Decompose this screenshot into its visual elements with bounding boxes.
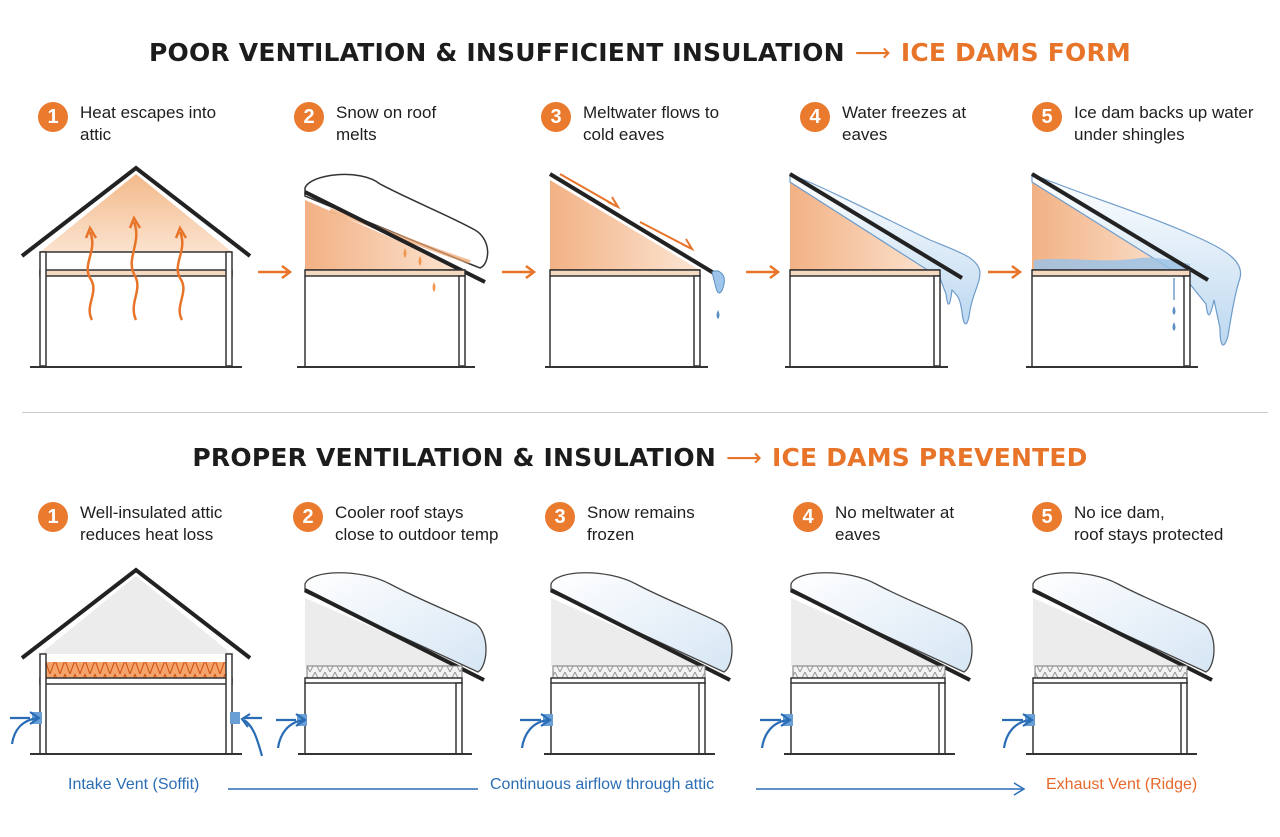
bottom-house-2 [276,572,487,755]
top-house-1 [20,165,252,368]
flow-arrow-icon [746,265,781,279]
drip-icon [1172,322,1176,331]
step-line1: Snow on roof [336,103,437,122]
heat-wave-icon [176,231,185,321]
step-line2: melts [336,125,377,144]
step-line2: close to outdoor temp [335,525,499,544]
bottom-house-1 [10,567,264,757]
top-illustrations [20,165,1242,368]
step-line2: cold eaves [583,125,665,144]
step-line1: Snow remains [587,503,695,522]
drip-icon [716,310,720,319]
continuous-airflow-label: Continuous airflow through attic [490,776,715,793]
step-text: Heat escapes into attic [80,102,270,146]
step-text: Snow on roof melts [336,102,526,146]
heat-wave-icon [86,231,95,321]
step-line2: attic [80,125,112,144]
step-line2: under shingles [1074,125,1185,144]
flow-arrow-icon [258,265,293,279]
airflow-arrow-icon [10,716,39,745]
airflow-arrow-icon [243,719,264,757]
airflow-arrow-icon [1002,718,1031,749]
bottom-house-5 [1002,572,1215,755]
step-number-badge: 2 [294,102,324,132]
bottom-title-highlight: ICE DAMS PREVENTED [772,443,1088,472]
step-line2: roof stays protected [1074,525,1224,544]
drip-icon [1172,306,1176,315]
bottom-illustrations [10,567,1215,757]
step-text: Cooler roof stays close to outdoor temp [335,502,525,546]
top-step-1: 1 Heat escapes into attic [38,102,270,152]
step-number-badge: 5 [1032,102,1062,132]
airflow-arrow-icon [276,718,305,749]
bottom-title-prefix: PROPER VENTILATION & INSULATION [192,443,716,472]
bottom-step-3: 3 Snow remains frozen [545,502,777,552]
step-line1: Cooler roof stays [335,503,464,522]
top-house-3 [545,172,725,368]
airflow-arrow-icon [520,718,549,749]
bottom-step-4: 4 No meltwater at eaves [793,502,1025,552]
step-line1: Heat escapes into [80,103,217,122]
step-text: Ice dam backs up water under shingles [1074,102,1264,146]
flow-arrow-icon [988,265,1023,279]
step-text: No meltwater at eaves [835,502,1025,546]
top-step-2: 2 Snow on roof melts [294,102,526,152]
flow-arrow-icon [502,265,537,279]
step-number-badge: 4 [793,502,823,532]
step-line1: Meltwater flows to [583,103,720,122]
section-divider [22,412,1268,413]
top-step-5: 5 Ice dam backs up water under shingles [1032,102,1264,152]
step-line1: Ice dam backs up water [1074,103,1254,122]
top-title-prefix: POOR VENTILATION & INSUFFICIENT INSULATI… [149,38,845,67]
step-line2: reduces heat loss [80,525,214,544]
bottom-house-4 [760,572,973,755]
airflow-line [228,788,478,790]
bottom-section-title: PROPER VENTILATION & INSULATION ⟶ ICE DAMS… [0,443,1280,472]
airflow-arrow-icon [760,718,789,749]
step-line1: Well-insulated attic [80,503,223,522]
step-text: No ice dam, roof stays protected [1074,502,1264,546]
top-title-highlight: ICE DAMS FORM [900,38,1131,67]
step-line1: No ice dam, [1074,503,1165,522]
step-line1: Water freezes at [842,103,967,122]
heat-wave-icon [130,221,139,321]
step-line2: eaves [842,125,888,144]
bottom-house-3 [520,572,733,755]
bottom-step-1: 1 Well-insulated attic reduces heat loss [38,502,270,552]
step-text: Well-insulated attic reduces heat loss [80,502,270,546]
top-title-arrow: ⟶ [854,38,891,67]
step-number-badge: 2 [293,502,323,532]
step-number-badge: 3 [545,502,575,532]
top-house-2 [297,173,489,368]
step-text: Snow remains frozen [587,502,777,546]
step-number-badge: 4 [800,102,830,132]
step-text: Meltwater flows to cold eaves [583,102,773,146]
airflow-arrow-icon [756,782,1026,796]
bottom-step-2: 2 Cooler roof stays close to outdoor temp [293,502,525,552]
step-number-badge: 1 [38,102,68,132]
step-number-badge: 1 [38,502,68,532]
step-number-badge: 5 [1032,502,1062,532]
step-line1: No meltwater at [835,503,955,522]
step-line2: eaves [835,525,881,544]
drip-icon [432,282,436,292]
top-house-5 [1026,172,1242,368]
bottom-step-5: 5 No ice dam, roof stays protected [1032,502,1264,552]
step-text: Water freezes at eaves [842,102,1032,146]
top-step-4: 4 Water freezes at eaves [800,102,1032,152]
soffit-vent-icon [230,712,240,724]
drip-icon [418,256,422,266]
step-number-badge: 3 [541,102,571,132]
exhaust-vent-label: Exhaust Vent (Ridge) [1046,776,1198,793]
step-line2: frozen [587,525,635,544]
top-step-3: 3 Meltwater flows to cold eaves [541,102,773,152]
intake-vent-label: Intake Vent (Soffit) [68,776,200,793]
top-house-4 [785,172,981,368]
drip-icon [403,248,407,258]
bottom-title-arrow: ⟶ [725,443,762,472]
top-section-title: POOR VENTILATION & INSUFFICIENT INSULATI… [0,38,1280,67]
